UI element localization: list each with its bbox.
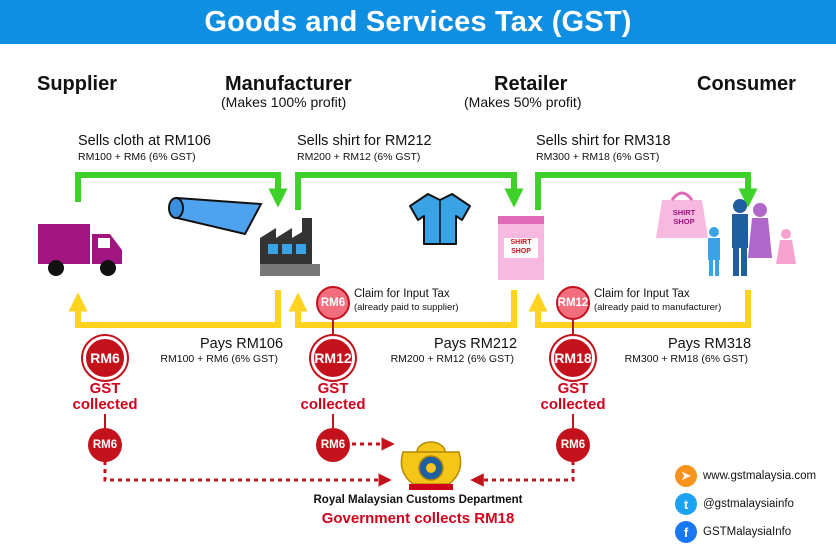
gst-collected-1-line2: collected: [72, 396, 138, 413]
retailer-note: (Makes 50% profit): [464, 94, 582, 110]
gst-collected-2-line2: collected: [300, 396, 366, 413]
family-icon: [656, 191, 796, 276]
claim-1-detail: (already paid to supplier): [354, 302, 459, 313]
sell-arrow-3: [535, 172, 758, 210]
social-website-label: www.gstmalaysia.com: [703, 470, 817, 482]
payment-2-label: Pays RM212: [434, 336, 518, 352]
bag-sign: SHIRT SHOP: [665, 208, 703, 226]
sale-1-detail: RM100 + RM6 (6% GST): [78, 151, 196, 163]
shop-sign-line1: SHIRT: [510, 239, 532, 246]
gst-collected-3-line2: collected: [540, 396, 606, 413]
remit-coin-1: RM6: [88, 428, 122, 462]
cloth-roll-icon: [168, 196, 263, 236]
facebook-icon: f: [675, 521, 697, 543]
factory-icon: [260, 218, 320, 276]
consumer-label: Consumer: [697, 73, 796, 95]
government-collects-label: Government collects RM18: [321, 510, 515, 527]
page-title: Goods and Services Tax (GST): [204, 6, 632, 38]
social-facebook-label: GSTMalaysiaInfo: [703, 526, 792, 538]
remit-path-1: [103, 461, 392, 487]
payment-2-detail: RM200 + RM12 (6% GST): [390, 353, 514, 365]
shirt-icon: [409, 193, 471, 245]
pay-arrow-2: [288, 290, 517, 328]
bag-sign-line2: SHOP: [673, 217, 695, 226]
sell-arrow-2: [295, 172, 524, 210]
shop-sign-line2: SHOP: [511, 248, 531, 255]
twitter-icon: t: [675, 493, 697, 515]
manufacturer-label: Manufacturer: [225, 73, 352, 95]
claim-2-label: Claim for Input Tax: [594, 288, 690, 300]
retailer-label: Retailer: [494, 73, 568, 95]
social-twitter-label: @gstmalaysiainfo: [703, 498, 794, 510]
gst-coin-2: RM12: [311, 336, 355, 380]
pay-arrow-1: [68, 290, 281, 328]
shop-icon: SHIRT SHOP: [498, 216, 544, 280]
payment-1-label: Pays RM106: [200, 336, 284, 352]
truck-icon: [38, 224, 122, 276]
sale-1-label: Sells cloth at RM106: [78, 133, 211, 149]
gst-collected-2-line1: GST: [317, 380, 349, 397]
gst-collected-1-line1: GST: [89, 380, 121, 397]
gst-collected-2: GST collected: [283, 381, 383, 413]
social-website[interactable]: ➤ www.gstmalaysia.com: [675, 464, 835, 488]
bag-sign-line1: SHIRT: [672, 208, 696, 217]
title-banner: Goods and Services Tax (GST): [0, 0, 836, 44]
claim-1-label: Claim for Input Tax: [354, 288, 450, 300]
claim-coin-1: RM6: [316, 286, 350, 320]
payment-1-detail: RM100 + RM6 (6% GST): [160, 353, 278, 365]
social-facebook[interactable]: f GSTMalaysiaInfo: [675, 520, 835, 544]
manufacturer-note: (Makes 100% profit): [221, 94, 347, 110]
claim-2-detail: (already paid to manufacturer): [594, 302, 722, 313]
pay-arrow-3: [528, 290, 751, 328]
customs-emblem-icon: [400, 441, 462, 490]
gst-collected-1: GST collected: [55, 381, 155, 413]
globe-icon: ➤: [675, 465, 697, 487]
gst-collected-3: GST collected: [523, 381, 623, 413]
gst-coin-1: RM6: [83, 336, 127, 380]
gst-coin-3: RM18: [551, 336, 595, 380]
remit-path-3: [470, 461, 575, 487]
sale-2-detail: RM200 + RM12 (6% GST): [297, 151, 421, 163]
payment-3-detail: RM300 + RM18 (6% GST): [624, 353, 748, 365]
sale-3-detail: RM300 + RM18 (6% GST): [536, 151, 660, 163]
gst-collected-3-line1: GST: [557, 380, 589, 397]
remit-coin-3: RM6: [556, 428, 590, 462]
sale-3-label: Sells shirt for RM318: [536, 133, 671, 149]
sale-2-label: Sells shirt for RM212: [297, 133, 432, 149]
social-twitter[interactable]: t @gstmalaysiainfo: [675, 492, 835, 516]
sell-arrow-1: [75, 172, 288, 208]
claim-coin-2: RM12: [556, 286, 590, 320]
supplier-label: Supplier: [37, 73, 118, 95]
customs-department-label: Royal Malaysian Customs Department: [313, 494, 523, 506]
payment-3-label: Pays RM318: [668, 336, 752, 352]
remit-coin-2: RM6: [316, 428, 350, 462]
